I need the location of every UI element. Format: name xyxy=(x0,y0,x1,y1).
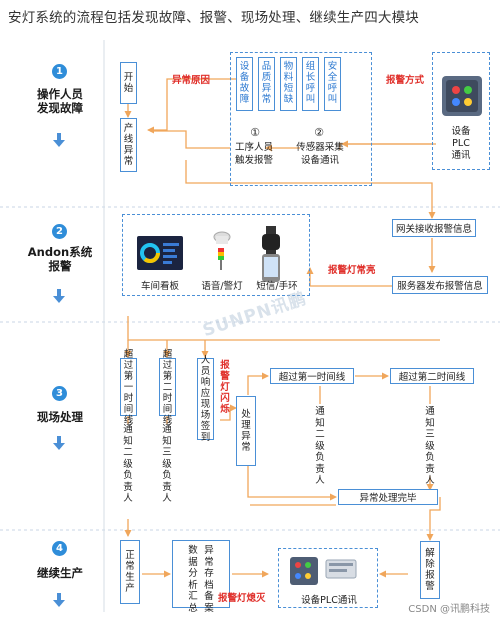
reason-material: 物料短缺 xyxy=(280,57,297,111)
plc-comm-group xyxy=(278,548,378,608)
stage-1-down-icon xyxy=(53,133,65,147)
arrow-trigger-to-line xyxy=(150,130,230,149)
stage-3-number: 3 xyxy=(52,386,67,401)
speaker-light-icon xyxy=(213,231,231,270)
plc-group xyxy=(432,52,490,170)
arrow-respond-to-handle xyxy=(220,404,237,421)
stage-2-down-icon xyxy=(53,289,65,303)
lamp-on-label: 报警灯常亮 xyxy=(328,265,376,276)
server-box: 服务器发布报警信息 xyxy=(392,276,488,294)
plc-pair-icon xyxy=(290,557,357,585)
board-label: 车间看板 xyxy=(140,281,179,292)
start-box: 开始 xyxy=(120,62,137,104)
sms-label: 短信/手环 xyxy=(256,281,298,292)
reason-safety-call: 安全呼叫 xyxy=(324,57,341,111)
alarm-mode-label: 报警方式 xyxy=(386,75,425,86)
archive-col-2: 异常存档备案 xyxy=(204,545,214,614)
line-to-section3 xyxy=(127,316,440,341)
handle-box: 处理异常 xyxy=(236,396,256,466)
arrow-reason-to-line xyxy=(147,78,236,134)
stage-1-label: 操作人员 发现故障 xyxy=(37,87,83,115)
notify2-left-label: 通知二级负责人 xyxy=(123,424,133,504)
stage-4-label: 继续生产 xyxy=(37,566,83,580)
reason-equipment: 设备故障 xyxy=(236,57,253,111)
plc-comm-label: 设备PLC通讯 xyxy=(301,595,357,606)
stage-2-number: 2 xyxy=(52,224,67,239)
dashboard-icon xyxy=(137,236,183,270)
trigger-label: 工序人员 触发报警 xyxy=(234,142,273,166)
respond-box: 人员响应现场签到 xyxy=(197,355,214,443)
plc-label: 设备 PLC 通讯 xyxy=(451,126,471,161)
notify3-left-label: 通知三级负责人 xyxy=(162,424,172,504)
stage-1-number: 1 xyxy=(52,64,67,79)
stage-4-number: 4 xyxy=(52,541,67,556)
section1-group xyxy=(230,52,372,186)
stage-3-label: 现场处理 xyxy=(37,410,83,424)
phone-icon xyxy=(262,254,280,282)
plc-device-icon xyxy=(442,76,482,116)
watch-icon xyxy=(262,226,280,256)
notify2-right-label: 通知二级负责人 xyxy=(315,406,325,486)
sensor-label: 传感器采集 设备通讯 xyxy=(296,142,344,166)
reason-leader-call: 组长呼叫 xyxy=(302,57,319,111)
trigger-number: ① xyxy=(250,126,260,139)
arrow-handle-to-done xyxy=(247,466,337,501)
normal-box: 正常生产 xyxy=(120,540,140,604)
exceed1-h-box: 超过第一时间线 xyxy=(270,368,354,384)
gateway-box: 网关接收报警信息 xyxy=(392,219,476,237)
archive-box: 数据分析汇总 异常存档备案 xyxy=(172,540,230,614)
stage-2-label: Andon系统 报警 xyxy=(27,245,93,273)
flash-label: 报警灯闪烁 xyxy=(220,360,230,415)
clear-alarm-box: 解除报警 xyxy=(420,541,440,599)
stage-4-down-icon xyxy=(53,593,65,607)
sensor-number: ② xyxy=(314,126,324,139)
credit-text: CSDN @讯鹏科技 xyxy=(408,604,490,615)
archive-col-1: 数据分析汇总 xyxy=(188,545,198,614)
arrow-handle-to-exceed1 xyxy=(247,372,269,395)
line-abnormal-box: 产线异常 xyxy=(120,118,137,172)
notify3-right-label: 通知三级负责人 xyxy=(425,406,435,486)
done-box: 异常处理完毕 xyxy=(338,489,438,505)
lamp-off-label: 报警灯熄灭 xyxy=(218,593,266,604)
abnormal-reason-label: 异常原因 xyxy=(172,75,211,86)
reason-quality: 品质异常 xyxy=(258,57,275,111)
exceed2-h-box: 超过第二时间线 xyxy=(390,368,474,384)
section2-group xyxy=(122,214,310,296)
arrow-done-to-clear xyxy=(426,497,441,541)
arrow-server-to-devices xyxy=(306,267,392,287)
voice-label: 语音/警灯 xyxy=(201,281,243,292)
exceed2-box: 超过第二时间线 xyxy=(159,349,176,426)
page-title: 安灯系统的流程包括发现故障、报警、现场处理、继续生产四大模块 xyxy=(8,10,419,26)
arrow-to-gateway xyxy=(185,160,436,219)
stage-3-down-icon xyxy=(53,436,65,450)
exceed1-box: 超过第一时间线 xyxy=(120,349,137,426)
